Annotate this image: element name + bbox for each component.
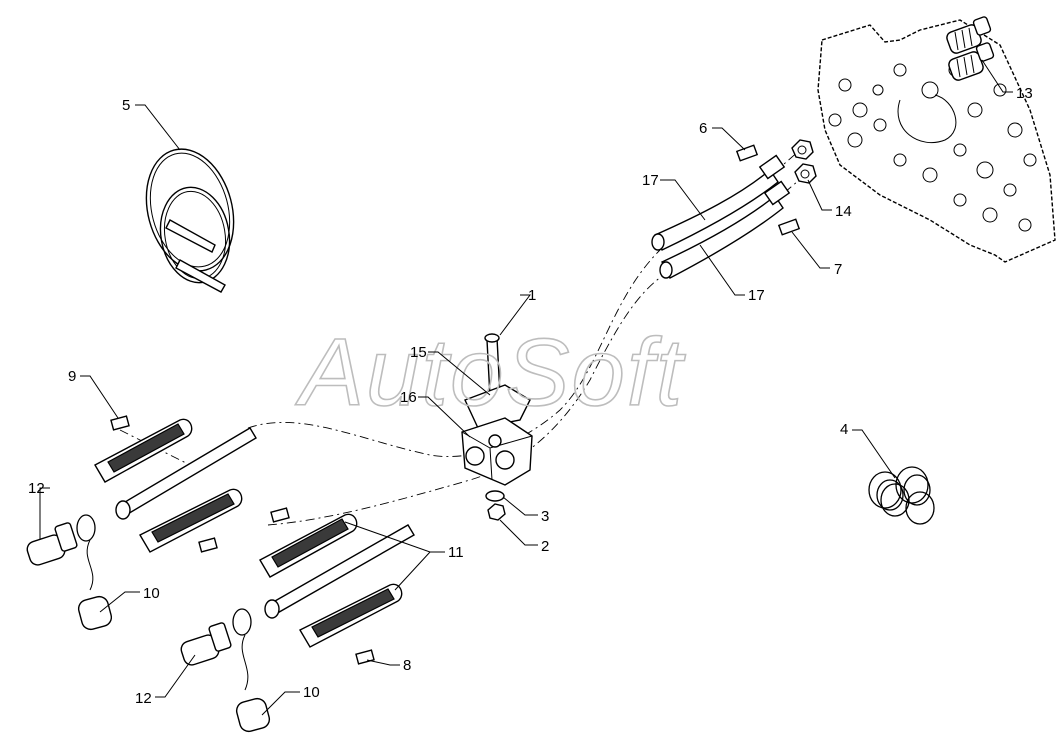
quick-couplings (26, 514, 252, 666)
small-clips (110, 144, 801, 665)
callout-7: 7 (834, 261, 842, 278)
callout-14: 14 (835, 203, 852, 220)
callout-4: 4 (840, 421, 848, 438)
nut-pair (791, 139, 817, 184)
callout-17-lower: 17 (748, 287, 765, 304)
callout-1: 1 (528, 287, 536, 304)
callout-6: 6 (699, 120, 707, 137)
callout-10-lower: 10 (303, 684, 320, 701)
dust-caps (77, 539, 271, 733)
callout-3: 3 (541, 508, 549, 525)
watermark: AutoSoft (295, 319, 686, 426)
coupling-pair (946, 16, 995, 81)
mounting-plate (817, 19, 1056, 263)
cable-ties (145, 148, 235, 293)
leader-lines (39, 59, 1013, 716)
hose-pair (651, 154, 791, 279)
callout-11: 11 (448, 544, 464, 561)
callout-12-upper: 12 (28, 480, 45, 497)
hose-guards-upper (94, 418, 257, 553)
callout-10-upper: 10 (143, 585, 160, 602)
callout-labels: 1 2 3 4 5 6 7 8 9 10 10 11 12 12 13 14 1… (28, 85, 1033, 707)
clamp-assembly (461, 333, 533, 521)
callout-12-lower: 12 (135, 690, 152, 707)
callout-17-upper: 17 (642, 172, 659, 189)
callout-13: 13 (1016, 85, 1033, 102)
hose-guards-lower (259, 513, 415, 648)
callout-9: 9 (68, 368, 76, 385)
callout-2: 2 (541, 538, 549, 555)
clamp-rings (868, 466, 935, 525)
callout-16: 16 (400, 389, 417, 406)
callout-5: 5 (122, 97, 130, 114)
callout-8: 8 (403, 657, 411, 674)
callout-15: 15 (410, 344, 427, 361)
